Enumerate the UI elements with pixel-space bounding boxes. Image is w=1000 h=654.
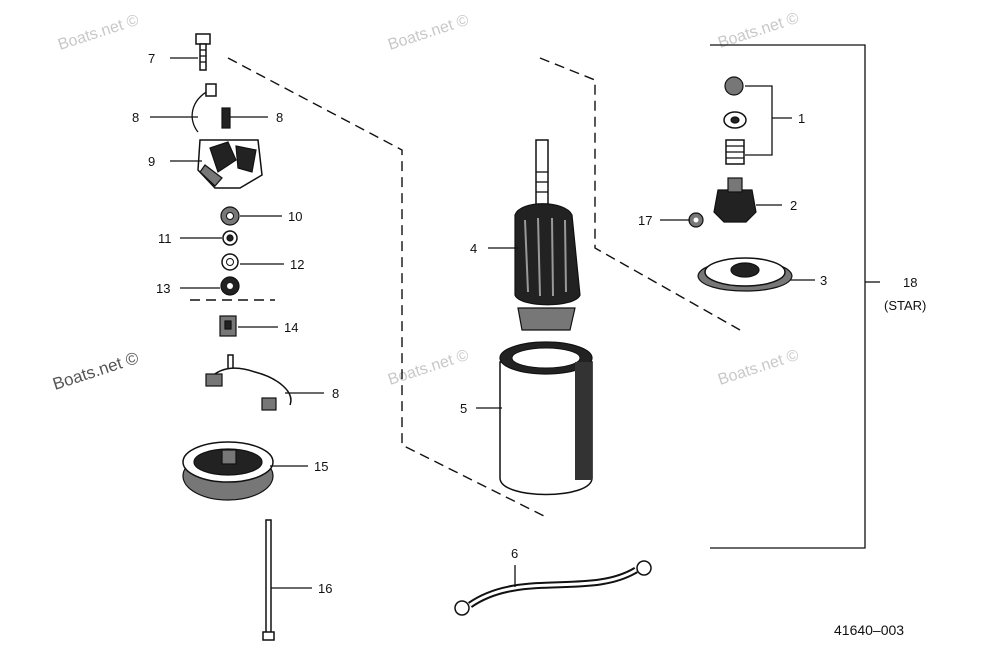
- part-brush-8-top: [191, 83, 231, 133]
- callout-15: 15: [314, 459, 328, 474]
- part-frame-5: [499, 341, 593, 496]
- part-insulator-14: [219, 315, 237, 337]
- callout-3: 3: [820, 273, 827, 288]
- bracket-1: [745, 85, 773, 156]
- part-set-1: [723, 76, 747, 165]
- callout-5: 5: [460, 401, 467, 416]
- callout-9: 9: [148, 154, 155, 169]
- explode-line-right: [539, 57, 741, 331]
- part-cable-6: [454, 560, 652, 616]
- callout-8: 8: [276, 110, 283, 125]
- callout-17: 17: [638, 213, 652, 228]
- callout-1: 1: [798, 111, 805, 126]
- part-terminal-2: [713, 177, 757, 223]
- callout-13: 13: [156, 281, 170, 296]
- callout-4: 4: [470, 241, 477, 256]
- watermark: Boats.net ©: [386, 12, 471, 54]
- part-nut-17: [688, 212, 704, 228]
- callout-6: 6: [511, 546, 518, 561]
- part-washer-11: [222, 230, 238, 246]
- leader-lines: [150, 57, 815, 589]
- figure-number: 41640–003: [834, 622, 904, 638]
- bracket-18: [710, 44, 866, 549]
- callout-16: 16: [318, 581, 332, 596]
- part-armature-4: [514, 139, 581, 331]
- watermark: Boats.net ©: [56, 12, 141, 54]
- part-brush-8-bottom: [205, 354, 292, 411]
- callout-10: 10: [288, 209, 302, 224]
- callout-8: 8: [132, 110, 139, 125]
- part-washer-12: [221, 253, 239, 271]
- callout-8: 8: [332, 386, 339, 401]
- callout-18: 18: [903, 275, 917, 290]
- explode-line-left: [227, 57, 549, 519]
- part-end-frame-15: [182, 441, 274, 501]
- part-nut-10: [220, 206, 240, 226]
- callout-11: 11: [158, 231, 172, 246]
- part-screw-7: [195, 33, 211, 71]
- part-brush-holder-9: [197, 139, 263, 189]
- callout-2: 2: [790, 198, 797, 213]
- callout-7: 7: [148, 51, 155, 66]
- watermark: Boats.net ©: [50, 348, 141, 394]
- part-end-cap-3: [697, 257, 793, 292]
- callout-14: 14: [284, 320, 298, 335]
- watermark: Boats.net ©: [386, 347, 471, 389]
- callout-12: 12: [290, 257, 304, 272]
- callout-18-note: (STAR): [884, 298, 926, 313]
- watermark: Boats.net ©: [716, 347, 801, 389]
- part-thru-bolt-16: [262, 519, 275, 641]
- part-nut-13: [220, 276, 240, 296]
